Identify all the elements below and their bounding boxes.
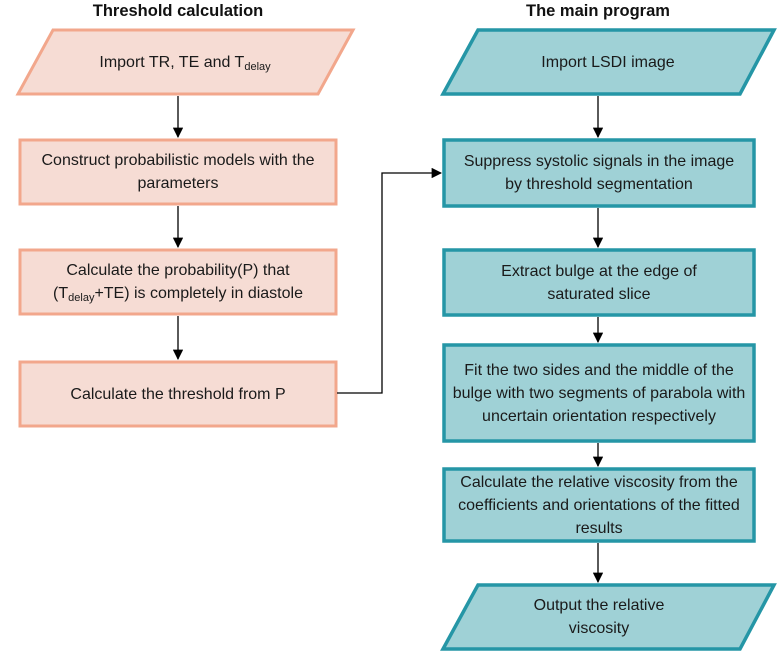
fit-sides-shape <box>442 343 756 443</box>
output-viscosity-shape <box>440 583 777 651</box>
import-params-label: Import TR, TE and Tdelay <box>50 30 320 94</box>
delay-subscript: delay <box>244 60 271 73</box>
construct-models-shape <box>18 138 338 206</box>
calc-threshold-label: Calculate the threshold from P <box>70 385 286 403</box>
suppress-systolic-label: Suppress systolic signals in the image b… <box>463 153 735 193</box>
right-column-title: The main program <box>526 2 670 20</box>
calc-threshold-shape <box>18 360 338 428</box>
left-column-title: Threshold calculation <box>92 2 264 20</box>
suppress-systolic-shape <box>442 138 756 208</box>
import-lsdi-label: Import LSDI image <box>541 53 675 71</box>
extract-bulge-shape <box>442 248 756 317</box>
import-params-text: Import TR, TE and T <box>99 53 245 71</box>
construct-models-label: Construct probabilistic models with the … <box>41 152 315 192</box>
calc-viscosity-shape <box>442 467 756 543</box>
fit-sides-label: Fit the two sides and the middle of the … <box>452 361 746 425</box>
calc-probability-post: +TE) is completely in diastole <box>94 285 303 302</box>
calc-probability-label: Calculate the probability(P) that (Tdela… <box>28 250 328 314</box>
import-lsdi-shape <box>440 28 777 96</box>
delay-subscript: delay <box>68 292 95 304</box>
output-viscosity-label: Output the relative viscosity <box>533 597 665 637</box>
calc-viscosity-label: Calculate the relative viscosity from th… <box>458 473 740 537</box>
import-params-shape <box>15 28 356 96</box>
calc-probability-pre: (T <box>53 285 69 302</box>
extract-bulge-label: Extract bulge at the edge of saturated s… <box>501 262 697 303</box>
calc-probability-line1: Calculate the probability(P) that <box>66 262 290 279</box>
calc-probability-shape <box>18 248 338 316</box>
arrow-threshold-to-suppress <box>337 167 443 394</box>
